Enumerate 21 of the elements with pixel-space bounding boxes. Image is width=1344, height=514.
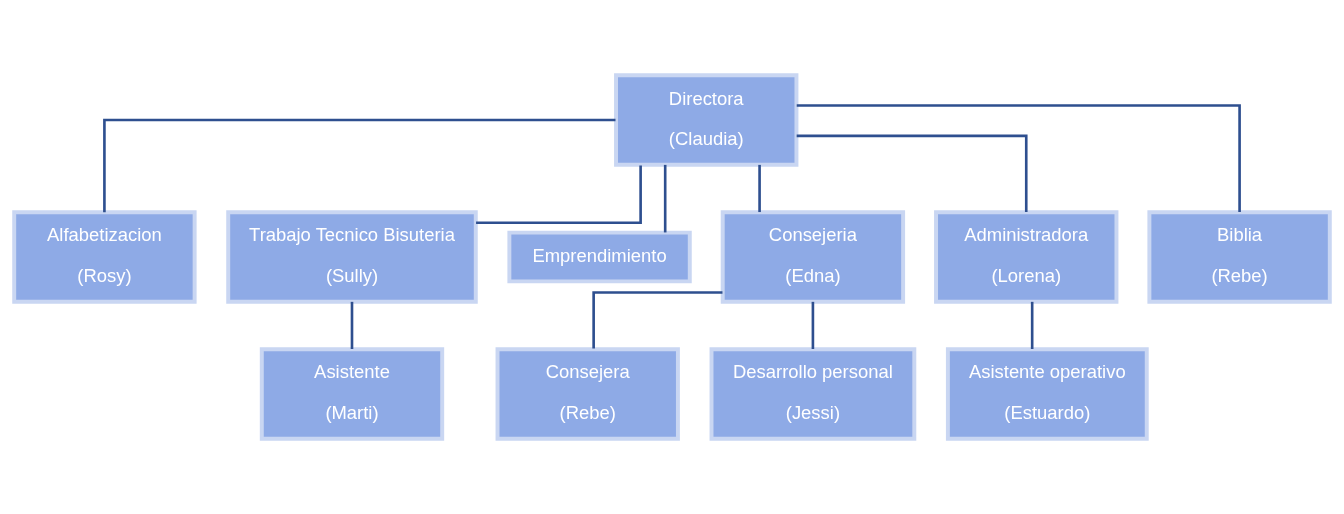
connector xyxy=(663,164,667,233)
connector xyxy=(103,118,616,213)
connector xyxy=(592,291,723,349)
node-box: Desarrollo personal (Jessi) xyxy=(709,347,917,441)
node-box: Biblia (Rebe) xyxy=(1147,210,1332,304)
node-box: Alfabetizacion (Rosy) xyxy=(12,210,197,304)
node-box: Trabajo Tecnico Bisuteria (Sully) xyxy=(226,210,478,304)
node-box: Administradora (Lorena) xyxy=(934,210,1119,304)
connector xyxy=(350,301,354,349)
node-box: Emprendimiento xyxy=(507,230,692,284)
connector xyxy=(476,165,642,225)
node-box: Asistente operativo (Estuardo) xyxy=(945,347,1149,441)
connector xyxy=(758,164,761,213)
connector xyxy=(1030,301,1034,349)
node-box: Directora (Claudia) xyxy=(614,73,799,167)
node-box: Consejera (Rebe) xyxy=(495,347,680,441)
connector xyxy=(796,104,1241,212)
node-box: Asistente (Marti) xyxy=(259,347,445,441)
node-box: Consejeria (Edna) xyxy=(720,210,906,304)
connector xyxy=(796,134,1028,212)
connector xyxy=(811,301,815,349)
